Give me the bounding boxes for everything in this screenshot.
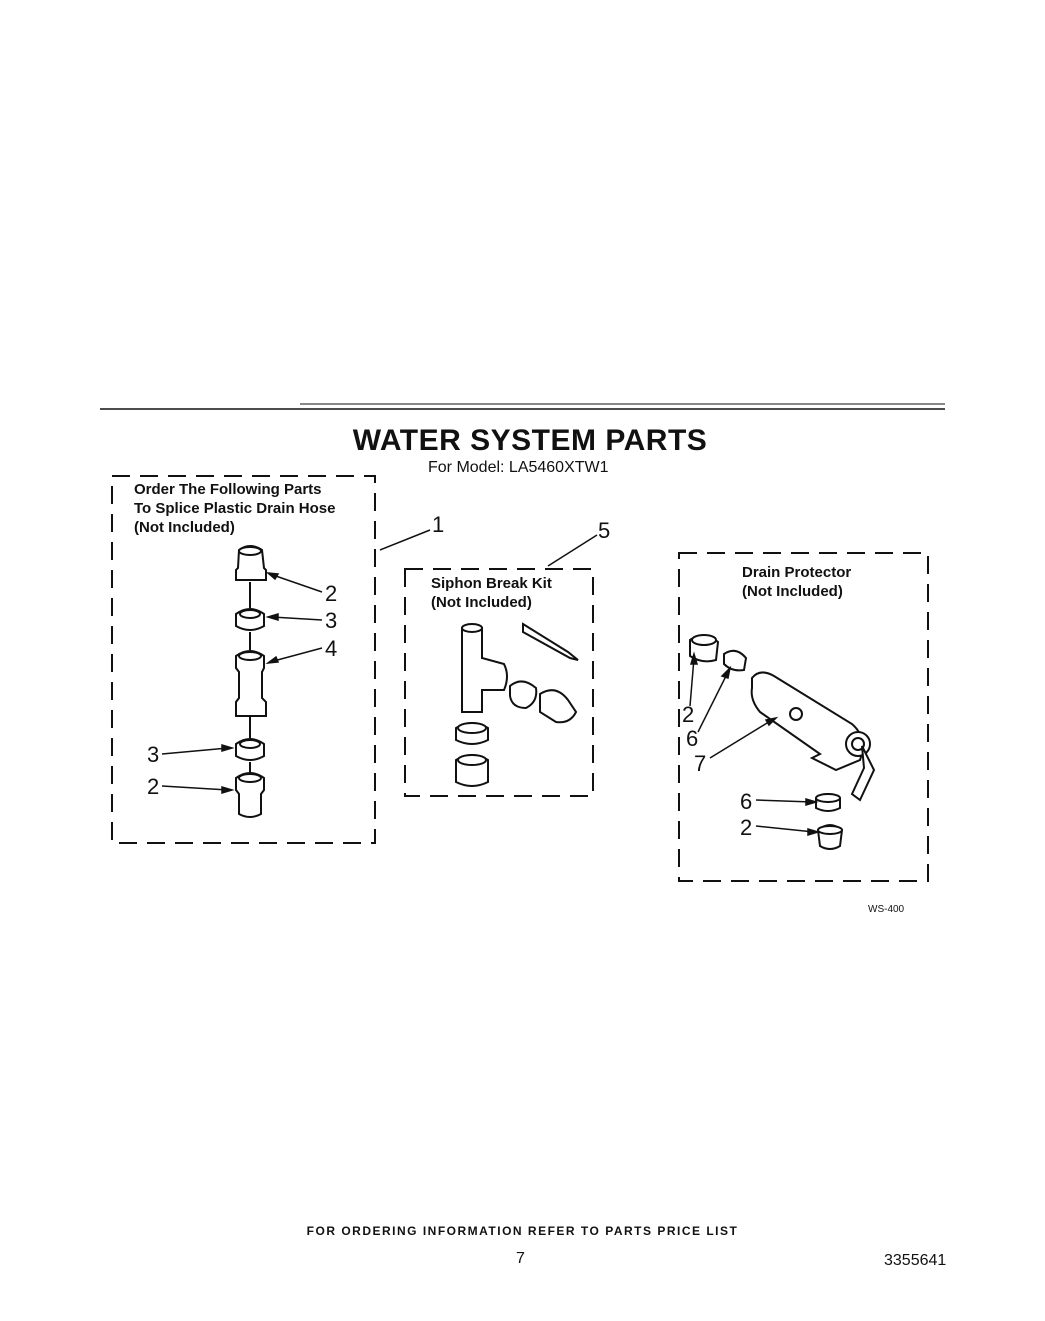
callout-5: 5 — [598, 518, 611, 543]
drain-panel-border — [678, 552, 929, 882]
model-line: For Model: LA5460XTW1 — [428, 459, 609, 476]
drain-clamp-top — [723, 649, 748, 672]
tee-fitting — [461, 624, 508, 713]
splice-panel-border — [111, 475, 376, 844]
callout-drain-6-bottom: 6 — [740, 789, 753, 814]
document-number: 3355641 — [884, 1252, 947, 1269]
callout-drain-2-top: 2 — [682, 702, 695, 727]
siphon-cap — [539, 689, 578, 724]
page-number: 7 — [516, 1250, 525, 1267]
callout-splice-4: 4 — [325, 636, 338, 661]
splice-panel-label: Order The Following Parts To Splice Plas… — [134, 481, 336, 536]
siphon-parts — [455, 622, 579, 787]
leader-5 — [547, 534, 598, 567]
callout-1: 1 — [432, 512, 445, 537]
drain-parts — [689, 634, 876, 850]
figure-code: WS-400 — [868, 904, 905, 915]
siphon-clip — [522, 622, 579, 661]
splice-parts — [235, 545, 267, 818]
callout-drain-2-bottom: 2 — [740, 815, 753, 840]
callout-drain-7: 7 — [694, 751, 707, 776]
callout-splice-3-top: 3 — [325, 608, 338, 633]
siphon-ring — [509, 680, 538, 710]
siphon-panel-border — [404, 568, 594, 797]
callout-splice-2-bottom: 2 — [147, 774, 160, 799]
page-title: WATER SYSTEM PARTS — [352, 424, 708, 457]
callout-splice-3-bottom: 3 — [147, 742, 160, 767]
drain-lever — [850, 745, 876, 802]
callout-drain-6-top: 6 — [686, 726, 699, 751]
siphon-panel-label: Siphon Break Kit (Not Included) — [431, 575, 552, 611]
ordering-note: FOR ORDERING INFORMATION REFER TO PARTS … — [306, 1224, 739, 1238]
leader-1 — [379, 529, 431, 551]
drain-panel-label: Drain Protector (Not Included) — [742, 564, 852, 600]
callout-splice-2-top: 2 — [325, 581, 338, 606]
